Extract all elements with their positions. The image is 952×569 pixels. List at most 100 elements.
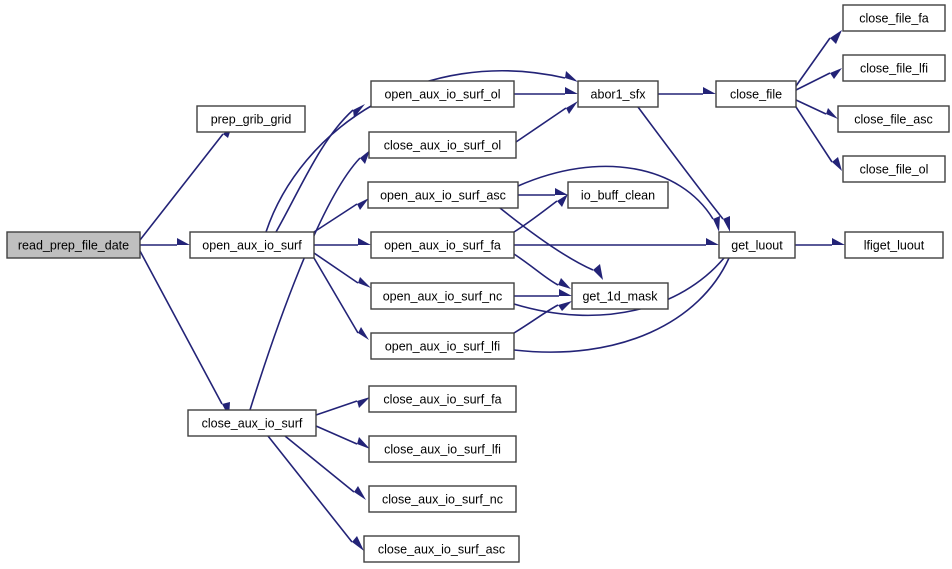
edge-close_aux_io_surf-to-close_aux_io_surf_asc xyxy=(267,435,364,551)
node-close_file_ol[interactable]: close_file_ol xyxy=(842,155,946,183)
node-box[interactable] xyxy=(370,80,515,108)
node-open_aux_io_surf_nc[interactable]: open_aux_io_surf_nc xyxy=(370,282,515,310)
edge-abor1_sfx-to-get_luout xyxy=(637,106,730,232)
arrowhead-icon xyxy=(565,87,578,94)
node-box[interactable] xyxy=(844,231,944,259)
arrowhead-icon xyxy=(353,104,365,118)
node-close_file_asc[interactable]: close_file_asc xyxy=(837,105,950,133)
arrowhead-icon xyxy=(360,150,370,164)
node-get_luout[interactable]: get_luout xyxy=(718,231,796,259)
node-read_prep_file_date[interactable]: read_prep_file_date xyxy=(6,231,141,259)
edge-open_aux_io_surf_asc-to-io_buff_clean xyxy=(518,188,568,196)
arrowhead-icon xyxy=(358,277,371,288)
node-box[interactable] xyxy=(367,181,519,209)
node-close_aux_io_surf_ol[interactable]: close_aux_io_surf_ol xyxy=(368,131,517,159)
node-box[interactable] xyxy=(370,282,515,310)
node-get_1d_mask[interactable]: get_1d_mask xyxy=(571,282,669,310)
node-box[interactable] xyxy=(842,4,946,32)
arrowhead-icon xyxy=(558,301,572,311)
arrowhead-icon xyxy=(703,87,716,94)
node-close_aux_io_surf_lfi[interactable]: close_aux_io_surf_lfi xyxy=(368,435,517,463)
node-open_aux_io_surf_ol[interactable]: open_aux_io_surf_ol xyxy=(370,80,515,108)
node-close_aux_io_surf_fa[interactable]: close_aux_io_surf_fa xyxy=(368,385,517,413)
node-lfiget_luout[interactable]: lfiget_luout xyxy=(844,231,944,259)
edge-read_prep_file_date-to-open_aux_io_surf xyxy=(140,238,190,246)
edge-open_aux_io_surf-to-open_aux_io_surf_fa xyxy=(314,238,371,246)
edge-close_aux_io_surf_ol-to-abor1_sfx xyxy=(515,101,578,143)
node-box[interactable] xyxy=(571,282,669,310)
node-abor1_sfx[interactable]: abor1_sfx xyxy=(577,80,659,108)
edge-open_aux_io_surf_asc-to-get_1d_mask xyxy=(499,207,603,280)
node-box[interactable] xyxy=(187,409,317,437)
node-io_buff_clean[interactable]: io_buff_clean xyxy=(567,181,669,209)
node-box[interactable] xyxy=(189,231,315,259)
arrowhead-icon xyxy=(832,157,842,171)
node-box[interactable] xyxy=(368,131,517,159)
edge-open_aux_io_surf_ol-to-abor1_sfx xyxy=(514,87,578,95)
node-close_aux_io_surf_nc[interactable]: close_aux_io_surf_nc xyxy=(368,485,517,513)
arrowhead-icon xyxy=(559,289,572,296)
arrowhead-icon xyxy=(357,437,370,449)
edge-abor1_sfx-to-close_file xyxy=(658,87,716,95)
node-box[interactable] xyxy=(577,80,659,108)
arrowhead-icon xyxy=(832,238,845,245)
edge-open_aux_io_surf-to-open_aux_io_surf_nc xyxy=(313,252,371,288)
edge-open_aux_io_surf_fa-to-get_luout xyxy=(514,238,719,246)
arrowhead-icon xyxy=(706,238,719,245)
edge-open_aux_io_surf-to-open_aux_io_surf_ol xyxy=(275,104,365,233)
arrowhead-icon xyxy=(357,397,370,408)
node-box[interactable] xyxy=(842,155,946,183)
arrowhead-icon xyxy=(354,486,366,500)
edge-close_file-to-close_file_ol xyxy=(795,106,842,171)
arrowhead-icon xyxy=(723,216,730,232)
node-box[interactable] xyxy=(6,231,141,259)
node-prep_grib_grid[interactable]: prep_grib_grid xyxy=(196,105,306,133)
node-close_file_fa[interactable]: close_file_fa xyxy=(842,4,946,32)
edge-close_aux_io_surf-to-close_aux_io_surf_nc xyxy=(284,435,366,500)
arrowhead-icon xyxy=(558,278,571,289)
arrowhead-icon xyxy=(830,30,842,44)
edge-open_aux_io_surf_fa-to-io_buff_clean xyxy=(513,194,568,233)
node-open_aux_io_surf_fa[interactable]: open_aux_io_surf_fa xyxy=(370,231,515,259)
node-box[interactable] xyxy=(837,105,950,133)
nodes-layer: read_prep_file_date prep_grib_grid open_au… xyxy=(6,4,950,563)
arrowhead-icon xyxy=(358,327,369,340)
node-box[interactable] xyxy=(368,385,517,413)
node-box[interactable] xyxy=(196,105,306,133)
edge-close_aux_io_surf-to-close_aux_io_surf_lfi xyxy=(315,425,370,449)
arrowhead-icon xyxy=(713,216,720,232)
edge-close_file-to-close_file_lfi xyxy=(795,68,842,91)
node-box[interactable] xyxy=(715,80,797,108)
edge-open_aux_io_surf_lfi-to-get_1d_mask xyxy=(513,301,572,334)
node-box[interactable] xyxy=(363,535,520,563)
node-box[interactable] xyxy=(368,435,517,463)
arrowhead-icon xyxy=(357,198,369,210)
node-close_aux_io_surf[interactable]: close_aux_io_surf xyxy=(187,409,317,437)
node-open_aux_io_surf[interactable]: open_aux_io_surf xyxy=(189,231,315,259)
node-open_aux_io_surf_lfi[interactable]: open_aux_io_surf_lfi xyxy=(370,332,515,360)
arrowhead-icon xyxy=(358,238,371,245)
node-close_file_lfi[interactable]: close_file_lfi xyxy=(842,54,946,82)
edge-read_prep_file_date-to-prep_grib_grid xyxy=(139,126,232,241)
arrowhead-icon xyxy=(566,101,578,114)
edge-close_file-to-close_file_fa xyxy=(795,30,842,87)
node-box[interactable] xyxy=(567,181,669,209)
edge-open_aux_io_surf_fa-to-get_1d_mask xyxy=(513,253,571,289)
edge-close_aux_io_surf-to-close_aux_io_surf_fa xyxy=(315,397,370,416)
edge-close_aux_io_surf-to-close_aux_io_surf_ol xyxy=(249,150,370,411)
node-box[interactable] xyxy=(370,332,515,360)
node-box[interactable] xyxy=(842,54,946,82)
node-box[interactable] xyxy=(368,485,517,513)
node-close_aux_io_surf_asc[interactable]: close_aux_io_surf_asc xyxy=(363,535,520,563)
arrowhead-icon xyxy=(593,264,603,280)
edges-layer xyxy=(139,30,845,551)
node-box[interactable] xyxy=(370,231,515,259)
node-box[interactable] xyxy=(718,231,796,259)
edge-open_aux_io_surf-to-open_aux_io_surf_asc xyxy=(313,198,369,233)
edge-open_aux_io_surf-to-open_aux_io_surf_lfi xyxy=(313,257,369,340)
node-close_file[interactable]: close_file xyxy=(715,80,797,108)
edge-close_file-to-close_file_asc xyxy=(795,99,838,119)
node-open_aux_io_surf_asc[interactable]: open_aux_io_surf_asc xyxy=(367,181,519,209)
edge-open_aux_io_surf_nc-to-get_1d_mask xyxy=(514,289,572,297)
